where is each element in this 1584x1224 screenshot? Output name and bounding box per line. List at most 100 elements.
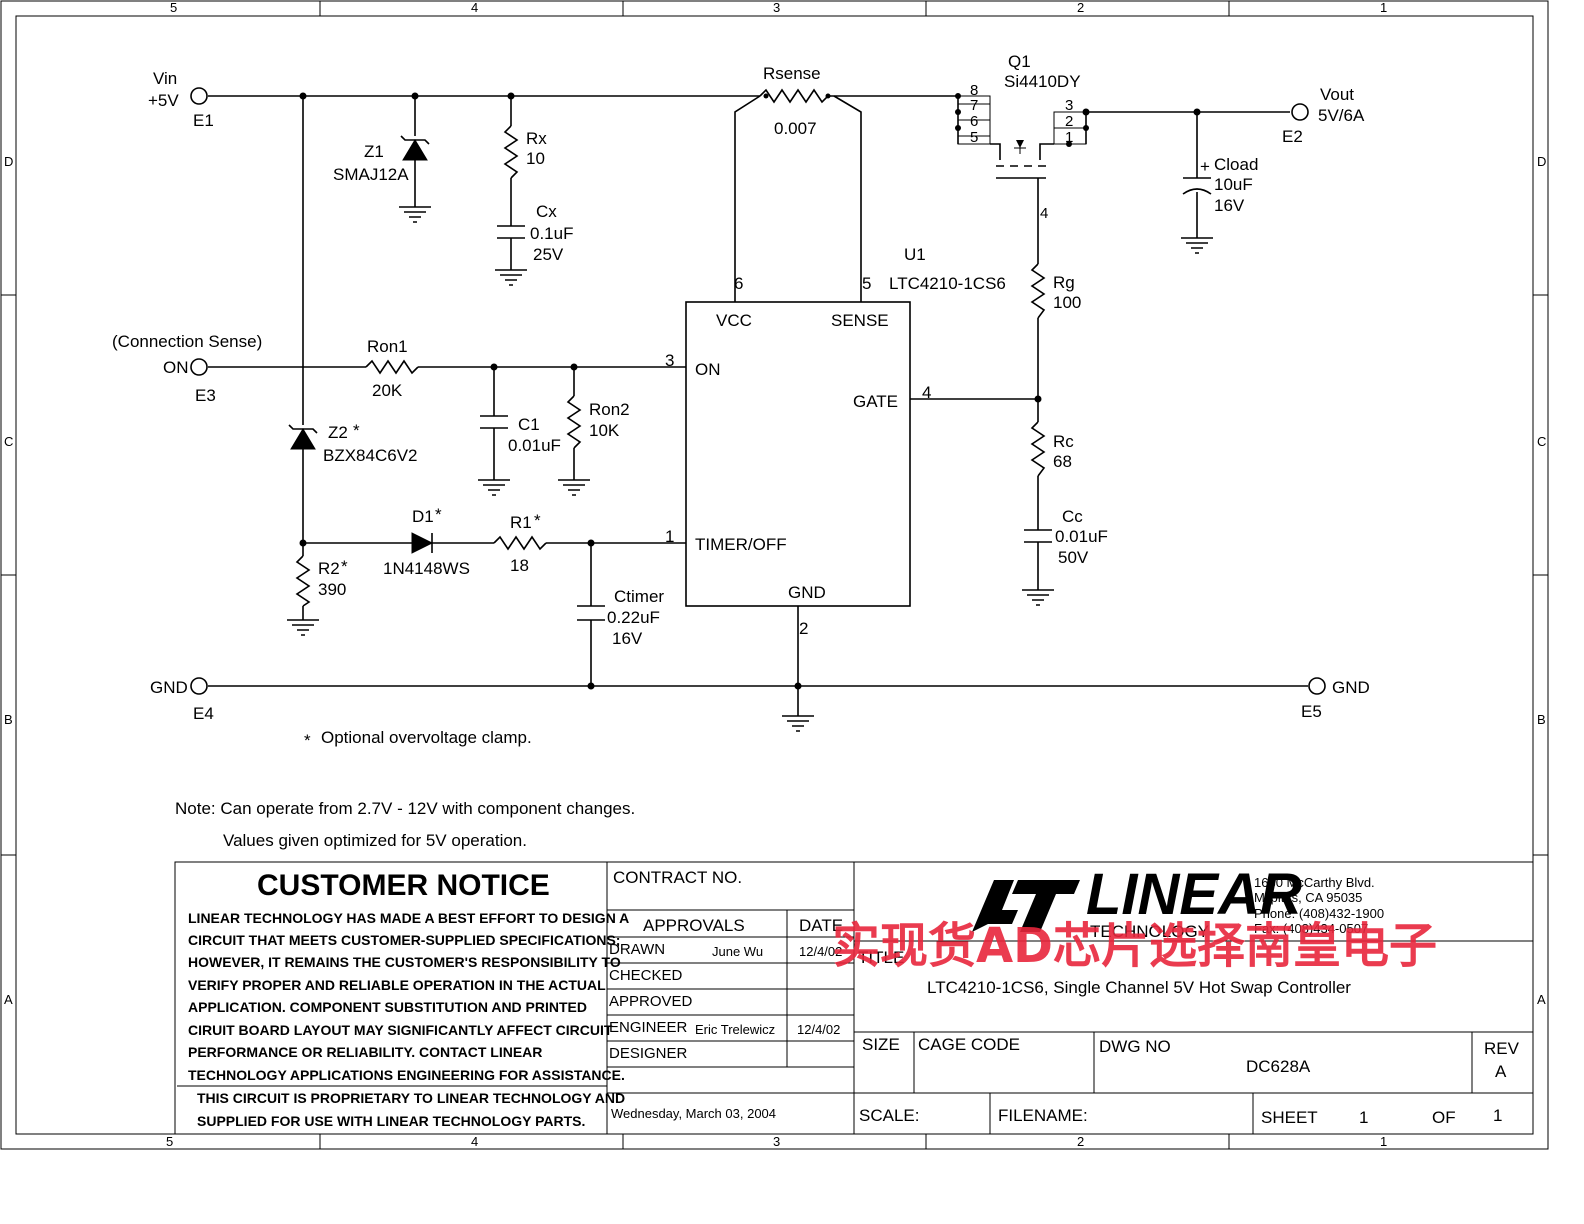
r2-ref: R2: [318, 559, 340, 578]
z2-zener-diode: Z2 * BZX84C6V2: [288, 421, 418, 465]
q1-pin-5: 5: [970, 129, 978, 146]
cload-rating: 16V: [1214, 196, 1245, 215]
notice-line-7: PERFORMANCE OR RELIABILITY. CONTACT LINE…: [188, 1044, 542, 1060]
z2-value: BZX84C6V2: [323, 446, 418, 465]
ctimer-capacitor: Ctimer 0.22uF 16V: [577, 587, 664, 648]
rg-ref: Rg: [1053, 273, 1075, 292]
watermark: 实现货AD芯片选择南皇电子: [832, 918, 1437, 974]
dwg-no-label: DWG NO: [1099, 1037, 1171, 1056]
q1-pin-4: 4: [1040, 205, 1048, 222]
cload-capacitor: + Cload 10uF 16V: [1182, 155, 1258, 215]
z1-value: SMAJ12A: [333, 165, 409, 184]
ron2-resistor: Ron2 10K: [566, 395, 630, 449]
address-line-3: Phone: (408)432-1900: [1254, 906, 1384, 921]
designer-label: DESIGNER: [609, 1045, 688, 1062]
engineer-label: ENGINEER: [609, 1019, 688, 1036]
u1-pin-sense-label: SENSE: [831, 311, 889, 330]
rc-value: 68: [1053, 452, 1072, 471]
row-label-a-right: A: [1537, 992, 1546, 1007]
notice-line-1: LINEAR TECHNOLOGY HAS MADE A BEST EFFORT…: [188, 910, 629, 926]
sheet-label: SHEET: [1261, 1108, 1318, 1127]
optimization-note: Values given optimized for 5V operation.: [223, 831, 527, 850]
q1-pin-7: 7: [970, 97, 978, 114]
cx-value: 0.1uF: [530, 224, 573, 243]
checked-label: CHECKED: [609, 967, 683, 984]
notice-line-3: HOWEVER, IT REMAINS THE CUSTOMER'S RESPO…: [188, 954, 621, 970]
u1-ref: U1: [904, 245, 926, 264]
q1-ref: Q1: [1008, 52, 1031, 71]
u1-pin-1: 1: [665, 527, 674, 546]
title-label: TITLE: [858, 948, 904, 967]
e3-name: ON: [163, 358, 189, 377]
size-label: SIZE: [862, 1035, 900, 1054]
row-label-b: B: [4, 712, 13, 727]
notice-line-4: VERIFY PROPER AND RELIABLE OPERATION IN …: [188, 977, 606, 993]
drawn-name: June Wu: [712, 944, 763, 959]
notice-line-2: CIRCUIT THAT MEETS CUSTOMER-SUPPLIED SPE…: [188, 932, 620, 948]
rx-resistor: Rx 10: [503, 125, 547, 179]
e2-value: 5V/6A: [1318, 106, 1365, 125]
d1-ref: D1: [412, 507, 434, 526]
r1-resistor: R1 * 18: [493, 511, 547, 575]
col-label-4: 4: [471, 0, 478, 15]
d1-value: 1N4148WS: [383, 559, 470, 578]
z1-zener-diode: Z1 SMAJ12A: [333, 135, 430, 184]
logo-word: LINEAR: [1086, 862, 1302, 927]
terminal-e4: GND E4: [150, 677, 214, 723]
linear-technology-logo: LINEAR TECHNOLOGY: [972, 862, 1302, 941]
e2-name: Vout: [1320, 85, 1354, 104]
address-line-1: 1630 McCarthy Blvd.: [1254, 875, 1375, 890]
e4-ref: E4: [193, 704, 214, 723]
rev-label: REV: [1484, 1039, 1520, 1058]
clamp-note-star: *: [304, 731, 311, 750]
cc-ref: Cc: [1062, 507, 1083, 526]
address-line-2: Milpitas, CA 95035: [1254, 890, 1362, 905]
ron2-value: 10K: [589, 421, 620, 440]
rg-value: 100: [1053, 293, 1081, 312]
e2-ref: E2: [1282, 127, 1303, 146]
z2-star: *: [353, 421, 360, 440]
r1-ref: R1: [510, 513, 532, 532]
e1-name: Vin: [153, 69, 177, 88]
ron2-ref: Ron2: [589, 400, 630, 419]
notice-line-6: CIRUIT BOARD LAYOUT MAY SIGNIFICANTLY AF…: [188, 1022, 613, 1038]
cload-ref: Cload: [1214, 155, 1258, 174]
rg-resistor: Rg 100: [1030, 263, 1081, 319]
address-line-4: Fax: (408)434-0507: [1254, 921, 1368, 936]
rev-value: A: [1495, 1062, 1507, 1081]
u1-pin-5: 5: [862, 274, 871, 293]
ron1-ref: Ron1: [367, 337, 408, 356]
u1-pin-gnd-label: GND: [788, 583, 826, 602]
of-label: OF: [1432, 1108, 1456, 1127]
q1-pin-1: 1: [1065, 129, 1073, 146]
d1-star: *: [435, 505, 442, 524]
customer-notice-title: CUSTOMER NOTICE: [257, 869, 550, 902]
cc-rating: 50V: [1058, 548, 1089, 567]
col-label-3: 3: [773, 0, 780, 15]
print-date: Wednesday, March 03, 2004: [611, 1106, 776, 1121]
cc-capacitor: Cc 0.01uF 50V: [1024, 507, 1108, 567]
drawn-label: DRAWN: [609, 941, 665, 958]
rx-ref: Rx: [526, 129, 547, 148]
rsense-value: 0.007: [774, 119, 817, 138]
ground-symbols: [287, 206, 1213, 732]
cc-value: 0.01uF: [1055, 527, 1108, 546]
col-label-1-bottom: 1: [1380, 1134, 1387, 1149]
rsense-ref: Rsense: [763, 64, 821, 83]
col-label-5-bottom: 5: [166, 1134, 173, 1149]
col-label-5: 5: [170, 0, 177, 15]
q1-pin-2: 2: [1065, 113, 1073, 130]
notice-line-5: APPLICATION. COMPONENT SUBSTITUTION AND …: [188, 999, 587, 1015]
c1-value: 0.01uF: [508, 436, 561, 455]
cx-capacitor: Cx 0.1uF 25V: [497, 202, 573, 264]
junction-dots: [299, 92, 1201, 690]
col-label-2-bottom: 2: [1077, 1134, 1084, 1149]
terminal-e3: (Connection Sense) ON E3: [112, 332, 262, 405]
approved-label: APPROVED: [609, 993, 693, 1010]
e5-ref: E5: [1301, 702, 1322, 721]
u1-pin-3: 3: [665, 351, 674, 370]
operating-range-note: Note: Can operate from 2.7V - 12V with c…: [175, 799, 635, 818]
cx-rating: 25V: [533, 245, 564, 264]
title-block: CUSTOMER NOTICE LINEAR TECHNOLOGY HAS MA…: [174, 861, 1534, 1135]
